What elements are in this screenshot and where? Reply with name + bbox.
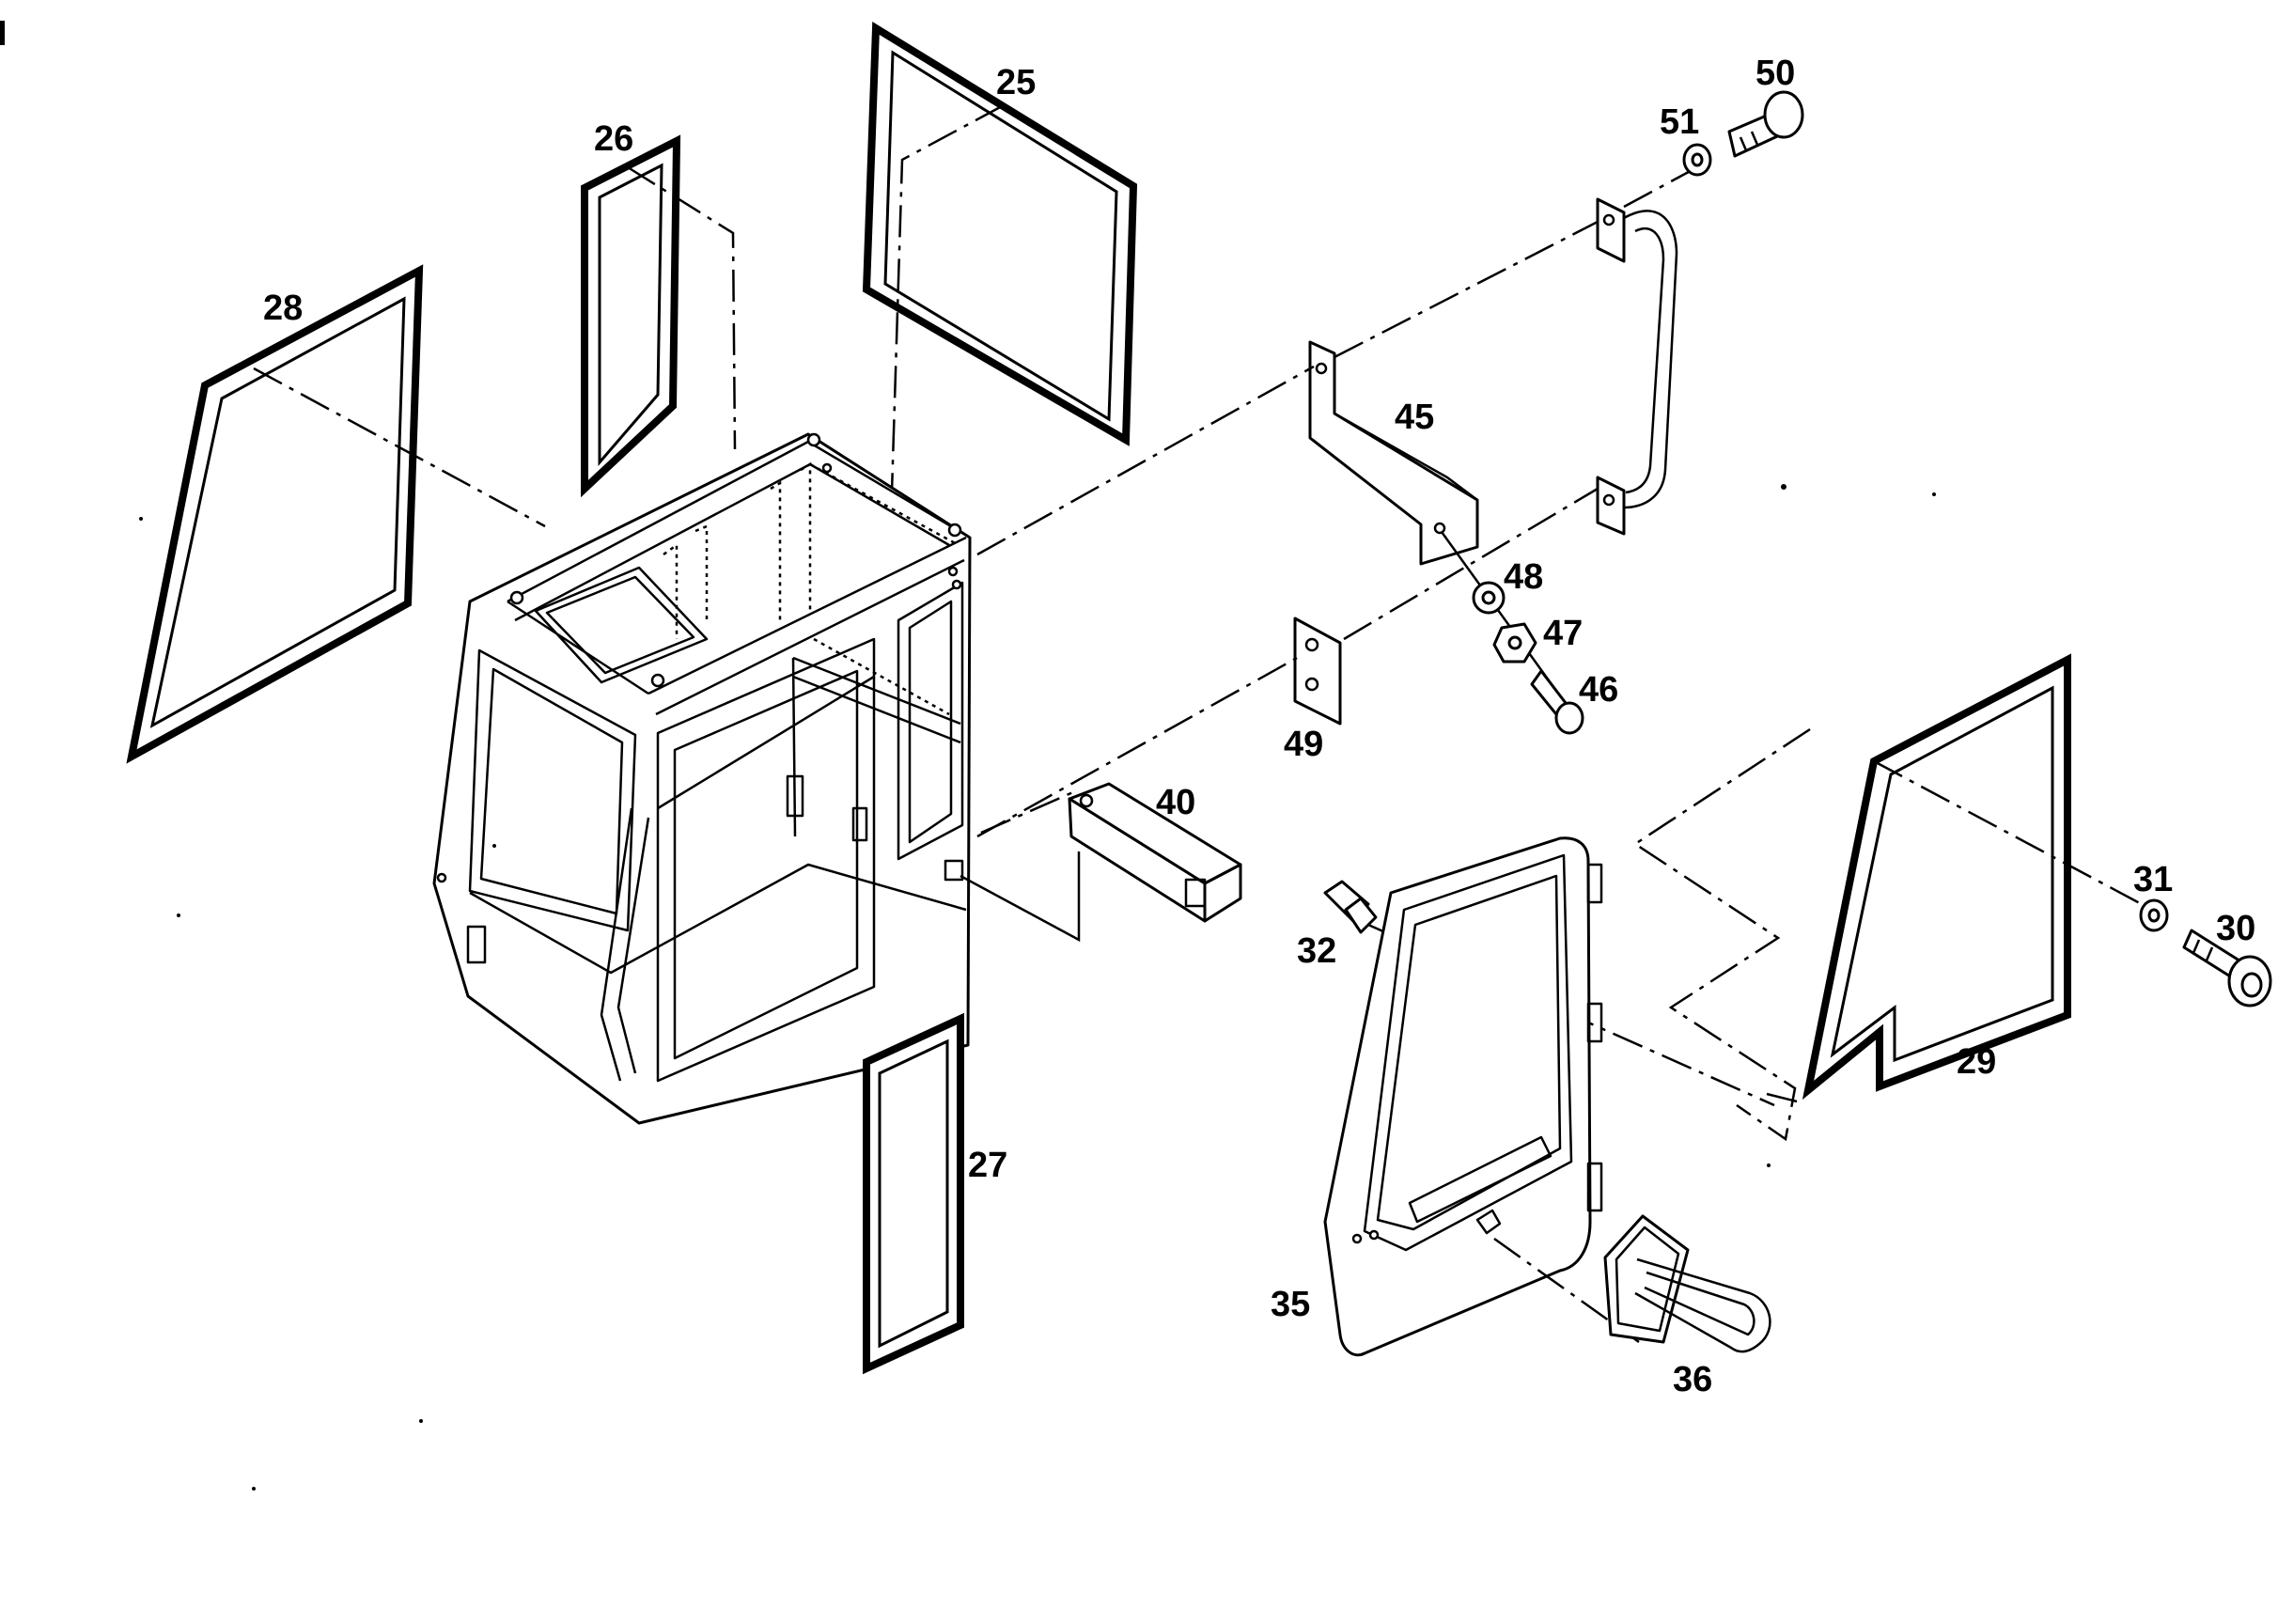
callout-35: 35 xyxy=(1271,1285,1310,1324)
callout-26: 26 xyxy=(594,119,633,159)
leader-45 xyxy=(976,365,1315,556)
fasteners-46-48 xyxy=(1440,531,1584,735)
part-27-lower-glass xyxy=(863,1012,964,1375)
part-50-bolt xyxy=(1727,90,1804,158)
callout-27: 27 xyxy=(968,1146,1007,1185)
part-36-handle xyxy=(1603,1214,1771,1353)
callout-28: 28 xyxy=(263,289,303,328)
callout-45: 45 xyxy=(1395,398,1434,437)
callout-29: 29 xyxy=(1957,1042,1996,1082)
corner-mark xyxy=(0,21,5,45)
callout-36: 36 xyxy=(1673,1360,1712,1399)
leader-49 xyxy=(976,656,1298,838)
leader-51 xyxy=(1623,165,1698,209)
callout-49: 49 xyxy=(1284,725,1323,764)
part-28-left-glass xyxy=(126,264,546,764)
part-26-rear-glass xyxy=(581,134,737,498)
leader-upper-rail xyxy=(1334,220,1599,359)
leader-lower-rail xyxy=(1343,487,1599,641)
part-31-washer xyxy=(2139,898,2169,932)
callout-30: 30 xyxy=(2216,909,2255,948)
part-40-bracket-box xyxy=(960,782,1242,943)
callout-48: 48 xyxy=(1504,557,1543,597)
part-35-door xyxy=(1323,836,1640,1357)
part-30-bolt xyxy=(2182,929,2272,1007)
callout-25: 25 xyxy=(996,63,1036,102)
callout-51: 51 xyxy=(1660,102,1699,142)
part-25-roof-glass xyxy=(862,22,1138,523)
leader-26 xyxy=(627,165,737,450)
part-51-washer xyxy=(1682,143,1712,177)
leader-28 xyxy=(253,367,546,528)
part-29-door-glass xyxy=(1632,653,2153,1142)
cab-body xyxy=(432,432,972,1125)
leader-29-outline xyxy=(1632,727,1811,1142)
callout-47: 47 xyxy=(1543,614,1583,653)
callout-40: 40 xyxy=(1156,783,1195,822)
part-49-plate xyxy=(976,617,1342,838)
callout-50: 50 xyxy=(1755,54,1795,93)
handrail xyxy=(1334,165,1698,641)
part-45-bracket xyxy=(976,340,1479,566)
leader-25 xyxy=(889,103,1005,523)
callout-46: 46 xyxy=(1579,670,1618,710)
callout-32: 32 xyxy=(1297,931,1336,971)
callout-31: 31 xyxy=(2133,860,2173,899)
